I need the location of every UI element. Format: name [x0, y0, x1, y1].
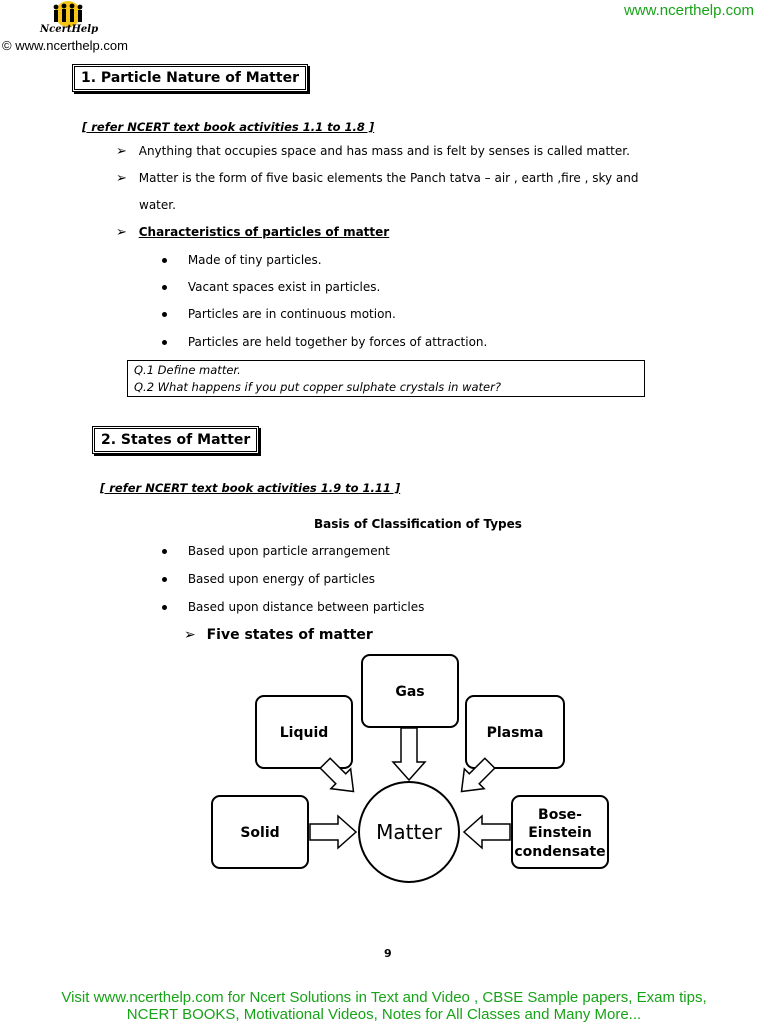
bullet-dot-icon	[162, 577, 167, 582]
footer-line-2[interactable]: NCERT BOOKS, Motivational Videos, Notes …	[126, 1006, 642, 1023]
plasma-label: Plasma	[487, 725, 544, 741]
basis-heading: Basis of Classification of Types	[314, 517, 522, 531]
liquid-box	[255, 695, 353, 769]
logo-emblem-icon	[53, 1, 83, 27]
gas-arrow-icon	[391, 727, 427, 782]
section1-reference: [ refer NCERT text book activities 1.1 t…	[82, 120, 375, 134]
ncerthelp-logo: NcertHelp	[38, 0, 98, 38]
characteristics-heading: ➢ Characteristics of particles of matter	[116, 225, 390, 240]
liquid-label: Liquid	[280, 725, 329, 741]
list-item-continuation: water.	[139, 198, 176, 212]
five-states-heading: ➢ Five states of matter	[184, 627, 373, 643]
question-1: Q.1 Define matter.	[134, 363, 241, 377]
bec-label-line2: Einstein	[528, 825, 592, 841]
section2-reference: [ refer NCERT text book activities 1.9 t…	[100, 481, 401, 495]
bec-box	[511, 795, 609, 869]
gas-box	[361, 654, 459, 728]
site-link[interactable]: www.ncerthelp.com	[623, 2, 754, 19]
bec-label-line3: condensate	[514, 844, 605, 860]
list-item: Made of tiny particles.	[162, 253, 322, 267]
bullet-dot-icon	[162, 285, 167, 290]
plasma-arrow-icon	[460, 757, 496, 793]
bullet-dot-icon	[162, 340, 167, 345]
list-item: ➢ Matter is the form of five basic eleme…	[116, 171, 639, 186]
footer-line-1[interactable]: Visit www.ncerthelp.com for Ncert Soluti…	[61, 989, 707, 1006]
solid-label: Solid	[240, 825, 279, 841]
gas-label: Gas	[395, 684, 424, 700]
arrow-bullet-icon: ➢	[116, 171, 127, 186]
list-item: Based upon energy of particles	[162, 572, 375, 586]
list-item: Based upon particle arrangement	[162, 544, 390, 558]
section2-title: 2. States of Matter	[92, 426, 260, 454]
arrow-bullet-icon: ➢	[184, 627, 196, 643]
section1-title: 1. Particle Nature of Matter	[72, 64, 308, 92]
questions-box: Q.1 Define matter. Q.2 What happens if y…	[127, 360, 645, 398]
page-number: 9	[384, 947, 392, 960]
logo-text: NcertHelp	[40, 24, 99, 35]
list-item: Particles are in continuous motion.	[162, 307, 396, 321]
liquid-arrow-icon	[319, 757, 355, 793]
matter-label: Matter	[376, 820, 443, 844]
list-item: Vacant spaces exist in particles.	[162, 280, 380, 294]
list-item: ➢ Anything that occupies space and has m…	[116, 144, 630, 159]
bec-label-line1: Bose-	[538, 807, 582, 823]
bullet-dot-icon	[162, 258, 167, 263]
list-item: Based upon distance between particles	[162, 600, 424, 614]
matter-circle	[358, 781, 460, 883]
bullet-dot-icon	[162, 312, 167, 317]
arrow-bullet-icon: ➢	[116, 225, 127, 240]
solid-box	[211, 795, 309, 869]
list-item: Particles are held together by forces of…	[162, 335, 487, 349]
solid-arrow-icon	[309, 814, 358, 850]
bullet-dot-icon	[162, 605, 167, 610]
bullet-dot-icon	[162, 549, 167, 554]
bec-arrow-icon	[462, 814, 511, 850]
arrow-bullet-icon: ➢	[116, 144, 127, 159]
question-2: Q.2 What happens if you put copper sulph…	[134, 379, 501, 394]
copyright-site: © www.ncerthelp.com	[2, 38, 128, 53]
plasma-box	[465, 695, 565, 769]
